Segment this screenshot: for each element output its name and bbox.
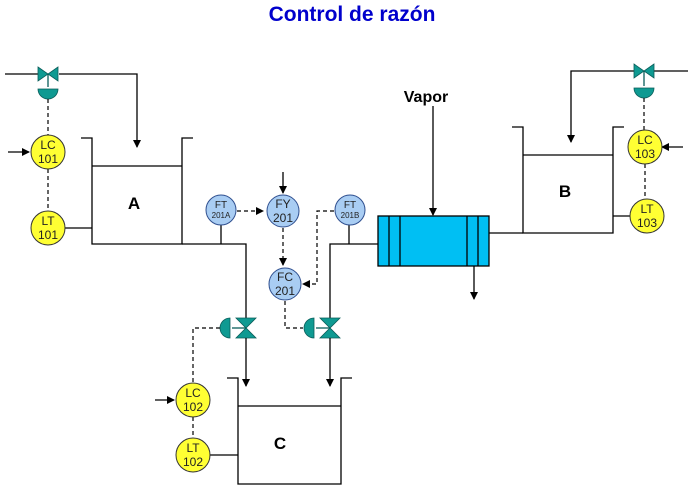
tank-b: B — [512, 126, 624, 234]
instrument-lc101[interactable]: LC 101 — [30, 134, 66, 170]
instrument-lt101[interactable]: LT 101 — [30, 210, 66, 246]
valve-actuator-102 — [219, 317, 231, 339]
instrument-number: 103 — [635, 147, 655, 161]
tank-c: C — [227, 377, 352, 485]
instrument-tag: LT — [640, 202, 654, 216]
instrument-number: 101 — [38, 228, 58, 242]
valve-actuator-201 — [303, 317, 315, 339]
instrument-tag: LC — [185, 386, 201, 400]
instrument-number: 201B — [341, 211, 360, 220]
control-valve-101[interactable] — [37, 66, 59, 100]
instrument-lt103[interactable]: LT 103 — [629, 198, 665, 234]
instrument-tag: LC — [40, 138, 56, 152]
instrument-tag: FY — [275, 197, 290, 211]
heat-exchanger — [377, 215, 490, 267]
instrument-lc102[interactable]: LC 102 — [175, 382, 211, 418]
tank-a-label: A — [128, 194, 140, 213]
valve-actuator-103 — [633, 87, 655, 99]
valve-actuator-101 — [37, 88, 59, 100]
instrument-number: 102 — [183, 455, 203, 469]
tank-c-label: C — [274, 434, 286, 453]
instrument-tag: LT — [186, 441, 200, 455]
exchanger-outlet-line — [329, 243, 378, 318]
vapor-label: Vapor — [404, 89, 448, 106]
tank-a-outlet-line — [182, 243, 247, 318]
instrument-number: 101 — [38, 152, 58, 166]
signal-ft201b-fc201 — [302, 210, 334, 288]
tank-a: A — [81, 137, 193, 245]
instrument-number: 102 — [183, 400, 203, 414]
signal-lc102-valve — [192, 327, 220, 383]
instrument-fc201[interactable]: FC 201 — [268, 267, 302, 301]
signal-fc201-valve — [284, 301, 303, 329]
instrument-number: 201A — [212, 211, 231, 220]
instrument-ft201b[interactable]: FT 201B — [334, 194, 366, 226]
instrument-tag: LT — [41, 214, 55, 228]
instrument-number: 201 — [275, 284, 295, 298]
tank-a-feed-line — [5, 73, 141, 148]
instrument-tag: FC — [277, 270, 293, 284]
instrument-number: 201 — [273, 211, 293, 225]
instrument-tag: FT — [215, 200, 227, 211]
instrument-tag: LC — [637, 133, 653, 147]
instrument-lt102[interactable]: LT 102 — [175, 437, 211, 473]
diagram-title: Control de razón — [268, 3, 436, 26]
instrument-number: 103 — [637, 216, 657, 230]
instrument-lc103[interactable]: LC 103 — [627, 129, 663, 165]
control-valve-201[interactable] — [303, 317, 341, 339]
instrument-ft201a[interactable]: FT 201A — [205, 194, 237, 226]
tank-b-label: B — [559, 182, 571, 201]
tank-b-feed-line — [567, 70, 634, 143]
instrument-fy201[interactable]: FY 201 — [266, 194, 300, 228]
instrument-tag: FT — [344, 200, 356, 211]
control-valve-102[interactable] — [219, 317, 257, 339]
control-valve-103[interactable] — [633, 63, 655, 99]
